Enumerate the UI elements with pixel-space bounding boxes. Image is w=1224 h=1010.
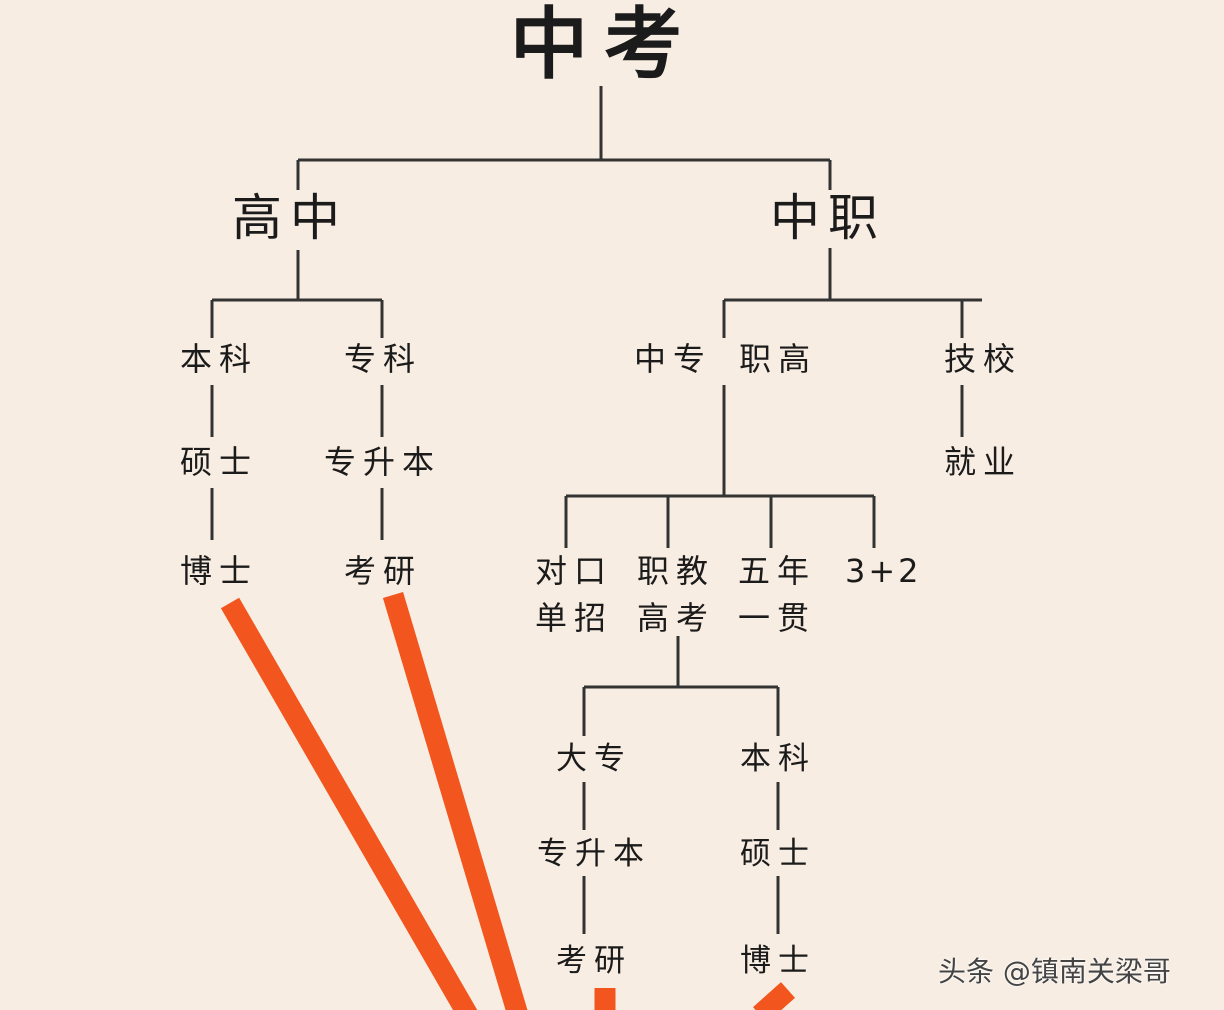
- five-year-line2: 一贯: [738, 599, 817, 637]
- highlight-stroke-left: [220, 597, 478, 1010]
- counterpart-line1: 对口: [535, 552, 614, 590]
- counterpart-line2: 单招: [535, 599, 614, 637]
- vocational-exam-line2: 高考: [637, 599, 716, 637]
- five-year-line1: 五年: [738, 552, 817, 590]
- tech-school-node: 技校: [944, 340, 1023, 378]
- doctor-node: 博士: [180, 552, 259, 590]
- secondary-vocational-node: 中专 职高: [634, 340, 818, 378]
- root-node: 中考: [510, 0, 699, 90]
- connector-lines: [210, 86, 982, 934]
- undergrad-node: 本科: [180, 340, 259, 378]
- master-node: 硕士: [180, 443, 259, 481]
- junior-college-node: 专科: [344, 340, 423, 378]
- highlight-stroke-right: [753, 982, 795, 1010]
- bachelor-master-node: 硕士: [740, 836, 816, 872]
- high-school-node: 高中: [232, 189, 348, 247]
- upgrade-node: 专升本: [324, 443, 442, 481]
- college-postgrad-node: 考研: [556, 943, 632, 979]
- postgrad-node: 考研: [344, 552, 423, 590]
- college-node: 大专: [556, 741, 632, 777]
- vocational-exam-line1: 职教: [637, 552, 716, 590]
- vocational-node: 中职: [770, 189, 886, 247]
- watermark: 头条 @镇南关梁哥: [938, 955, 1171, 988]
- employment-node: 就业: [944, 443, 1023, 481]
- three-plus-two-node: 3+2: [845, 552, 922, 590]
- bachelor-node: 本科: [740, 741, 816, 777]
- bachelor-doctor-node: 博士: [740, 943, 816, 979]
- college-upgrade-node: 专升本: [537, 836, 651, 872]
- highlight-arrows: [220, 592, 795, 1010]
- highlight-stroke-middle: [382, 592, 528, 1010]
